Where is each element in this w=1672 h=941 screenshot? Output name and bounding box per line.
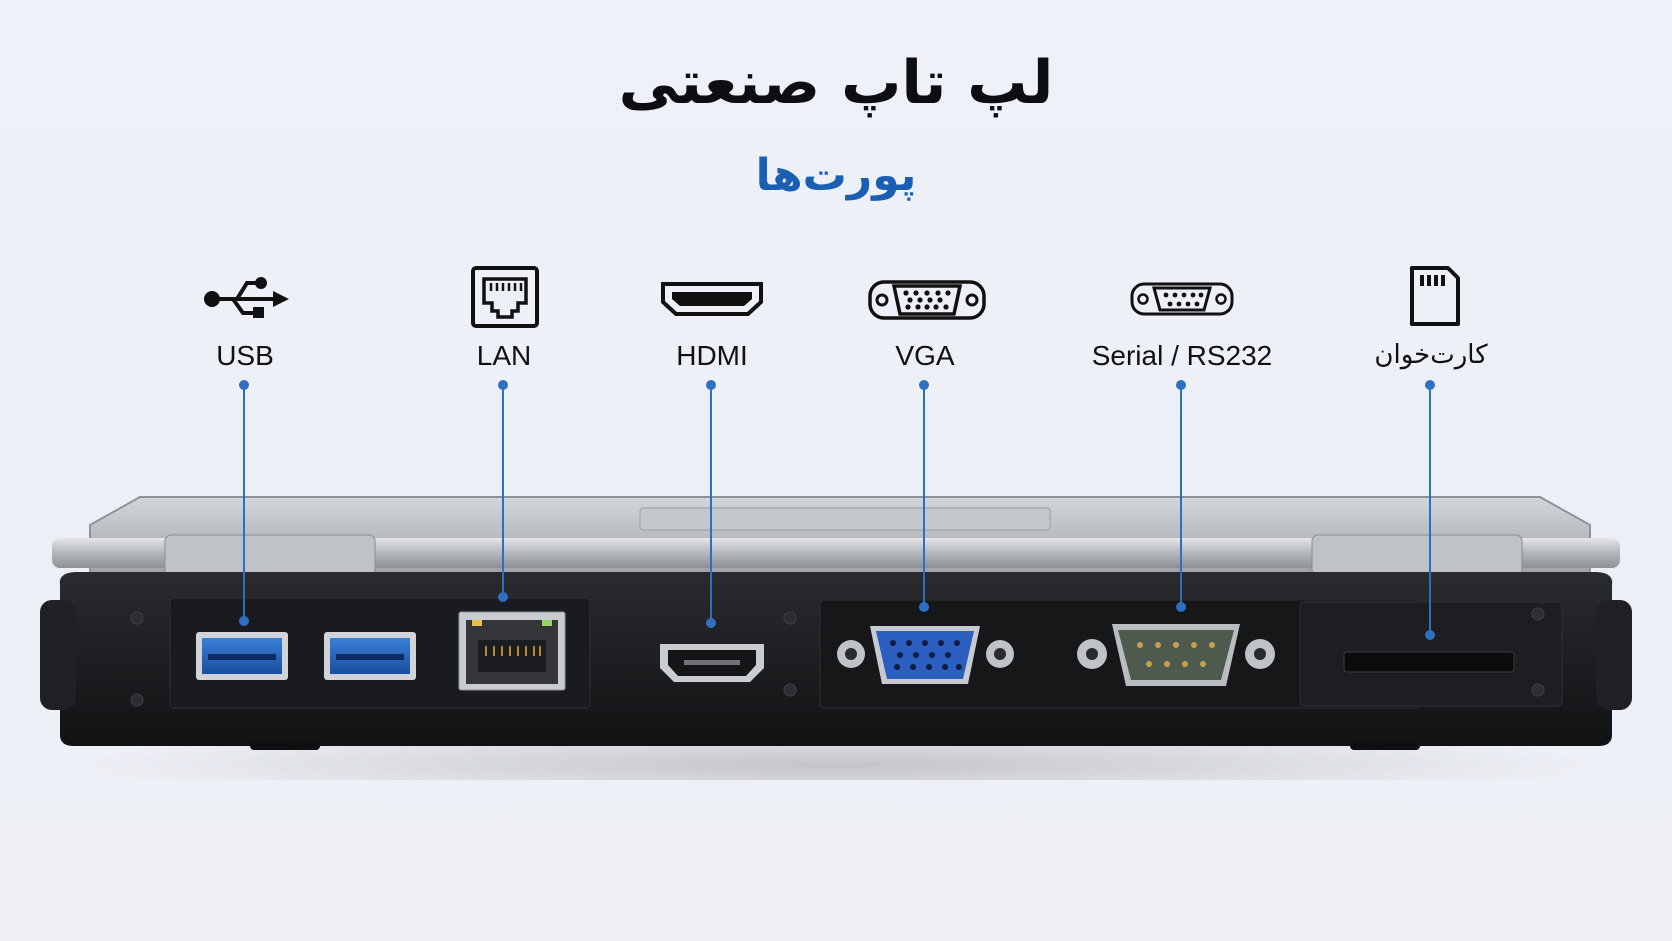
leader-dot-serial <box>1176 602 1186 612</box>
page-title: لپ تاپ صنعتی <box>618 48 1054 118</box>
port-label-card-reader: کارت‌خوان <box>1374 340 1488 370</box>
vga-icon <box>868 280 986 320</box>
leader-line-serial <box>1180 385 1182 607</box>
leader-dot-vga <box>919 602 929 612</box>
port-label-serial: Serial / RS232 <box>1091 340 1273 371</box>
leader-line-hdmi <box>710 385 712 623</box>
serial-icon <box>1130 282 1234 316</box>
port-label-hdmi: HDMI <box>676 340 748 371</box>
port-label-vga: VGA <box>895 340 955 371</box>
lan-icon <box>471 266 539 328</box>
leader-dot-hdmi <box>706 618 716 628</box>
port-label-lan: LAN <box>476 340 532 371</box>
leader-line-vga <box>923 385 925 607</box>
usb-icon <box>204 277 289 318</box>
leader-line-usb <box>243 385 245 621</box>
leader-dot-card-reader <box>1425 630 1435 640</box>
page-subtitle: پورت‌ها <box>755 150 917 201</box>
leader-dot-usb <box>239 616 249 626</box>
leader-line-lan <box>502 385 504 597</box>
sd-card-icon <box>1410 266 1460 326</box>
leader-line-card-reader <box>1429 385 1431 635</box>
leader-dot-lan <box>498 592 508 602</box>
port-label-usb: USB <box>216 340 274 371</box>
laptop-rear-view <box>40 496 1632 780</box>
hdmi-icon <box>661 282 763 316</box>
